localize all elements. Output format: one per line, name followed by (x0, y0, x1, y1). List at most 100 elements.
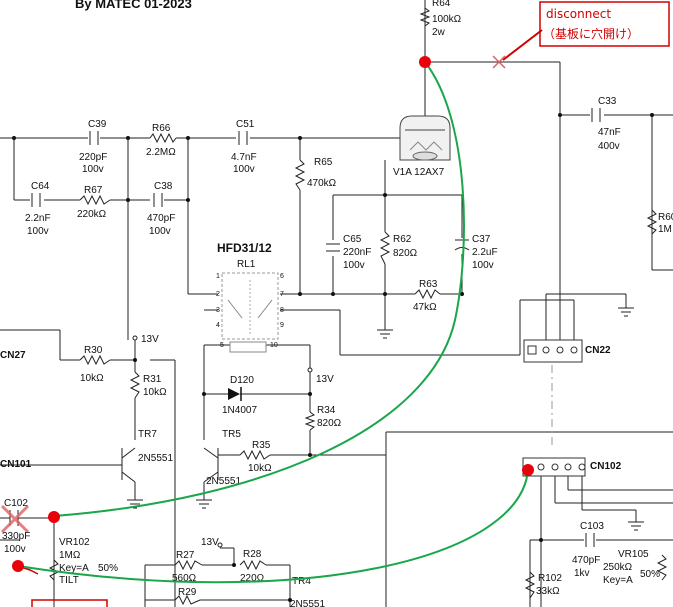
tr7-ref: TR7 (138, 429, 157, 440)
vr102-value: 1MΩ (59, 550, 81, 561)
svg-text:6: 6 (280, 273, 284, 280)
c33-ref: C33 (598, 96, 617, 107)
r66-resistor (149, 132, 177, 144)
r65-ref: R65 (314, 157, 333, 168)
tr5-value: 2N5551 (206, 476, 241, 487)
r35-resistor (239, 449, 271, 461)
cn27-ref: CN27 (0, 350, 26, 361)
svg-text:7: 7 (280, 291, 284, 298)
c64-rating: 100v (27, 226, 49, 237)
r31-value: 10kΩ (143, 387, 167, 398)
r27-resistor (174, 559, 203, 571)
cn101-ref: CN101 (0, 459, 32, 470)
c102-ref: C102 (4, 498, 28, 509)
d120-value: 1N4007 (222, 405, 257, 416)
byline: By MATEC 01-2023 (75, 0, 192, 11)
r67-value: 220kΩ (77, 209, 107, 220)
c37-ref: C37 (472, 234, 491, 245)
vcc-13v-c (217, 542, 223, 548)
ground-symbols (127, 307, 644, 531)
vcc-13v-a (132, 335, 138, 341)
vr105-key: Key=A (603, 575, 633, 586)
c39-capacitor (89, 131, 99, 145)
svg-text:1: 1 (216, 273, 220, 280)
note-line1: disconnect (546, 7, 611, 21)
r66-value: 2.2MΩ (146, 147, 176, 158)
c38-capacitor (153, 193, 163, 207)
r66-ref: R66 (152, 123, 171, 134)
r63-ref: R63 (419, 279, 438, 290)
vr102-type: TILT (59, 575, 79, 586)
tube-v1a (399, 115, 451, 161)
r64-ref: R64 (432, 0, 451, 9)
c33-capacitor (591, 108, 601, 122)
c64-capacitor (31, 193, 41, 207)
c51-rating: 100v (233, 164, 255, 175)
cn102-ref: CN102 (590, 461, 622, 472)
relay-ref: RL1 (237, 259, 256, 270)
svg-text:2: 2 (216, 291, 220, 298)
c51-ref: C51 (236, 119, 255, 130)
tube-ref: V1A 12AX7 (393, 167, 445, 178)
vr105-pct: 50% (640, 569, 660, 580)
r35-ref: R35 (252, 440, 271, 451)
r30-value: 10kΩ (80, 373, 104, 384)
r30-ref: R30 (84, 345, 103, 356)
c51-capacitor (238, 131, 248, 145)
d120-diode (228, 387, 242, 401)
r67-ref: R67 (84, 185, 103, 196)
r28-resistor (239, 559, 267, 571)
svg-text:9: 9 (280, 322, 284, 329)
r29-resistor (174, 594, 201, 606)
c39-rating: 100v (82, 164, 104, 175)
r30-resistor (79, 354, 111, 366)
c103-value: 470pF (572, 555, 600, 566)
r28-value: 220Ω (240, 573, 265, 584)
r34-resistor (304, 411, 316, 431)
c38-rating: 100v (149, 226, 171, 237)
c33-rating: 400v (598, 141, 620, 152)
relay-model: HFD31/12 (217, 241, 272, 255)
c38-value: 470pF (147, 213, 175, 224)
c38-ref: C38 (154, 181, 173, 192)
vr105-ref: VR105 (618, 549, 649, 560)
r65-resistor (294, 159, 306, 191)
r62-resistor (379, 231, 391, 265)
c102-cut-mark (0, 504, 30, 534)
r31-resistor (129, 371, 141, 399)
r102-value: 33kΩ (536, 586, 560, 597)
c37-value: 2.2uF (472, 247, 498, 258)
r27-ref: R27 (176, 550, 195, 561)
r64-value: 100kΩ (432, 14, 462, 25)
r60-value: 1M (658, 224, 672, 235)
vcc-13v-b (307, 367, 313, 373)
vr102-resistor (48, 559, 60, 581)
svg-text:4: 4 (216, 322, 220, 329)
v13a-value: 13V (141, 334, 159, 345)
r65-value: 470kΩ (307, 178, 337, 189)
vr105-resistor (656, 554, 668, 581)
svg-text:8: 8 (280, 307, 284, 314)
r63-value: 47kΩ (413, 302, 437, 313)
r27-value: 560Ω (172, 573, 197, 584)
c39-value: 220pF (79, 152, 107, 163)
relay-rl1 (221, 272, 279, 353)
r63-resistor (414, 288, 441, 300)
vr102-key: Key=A (59, 563, 89, 574)
jumper-endpoints (12, 56, 534, 572)
tr7-value: 2N5551 (138, 453, 173, 464)
c37-rating: 100v (472, 260, 494, 271)
c65-ref: C65 (343, 234, 362, 245)
disconnect-note: disconnect （基板に穴開け） (502, 1, 670, 61)
cn22-ref: CN22 (585, 345, 611, 356)
note-line2: （基板に穴開け） (543, 26, 639, 41)
r28-ref: R28 (243, 549, 262, 560)
c103-ref: C103 (580, 521, 604, 532)
r60-resistor (646, 209, 658, 235)
tr5-ref: TR5 (222, 429, 241, 440)
tr4-ref: TR4 (292, 576, 311, 587)
svg-text:10: 10 (270, 342, 278, 349)
